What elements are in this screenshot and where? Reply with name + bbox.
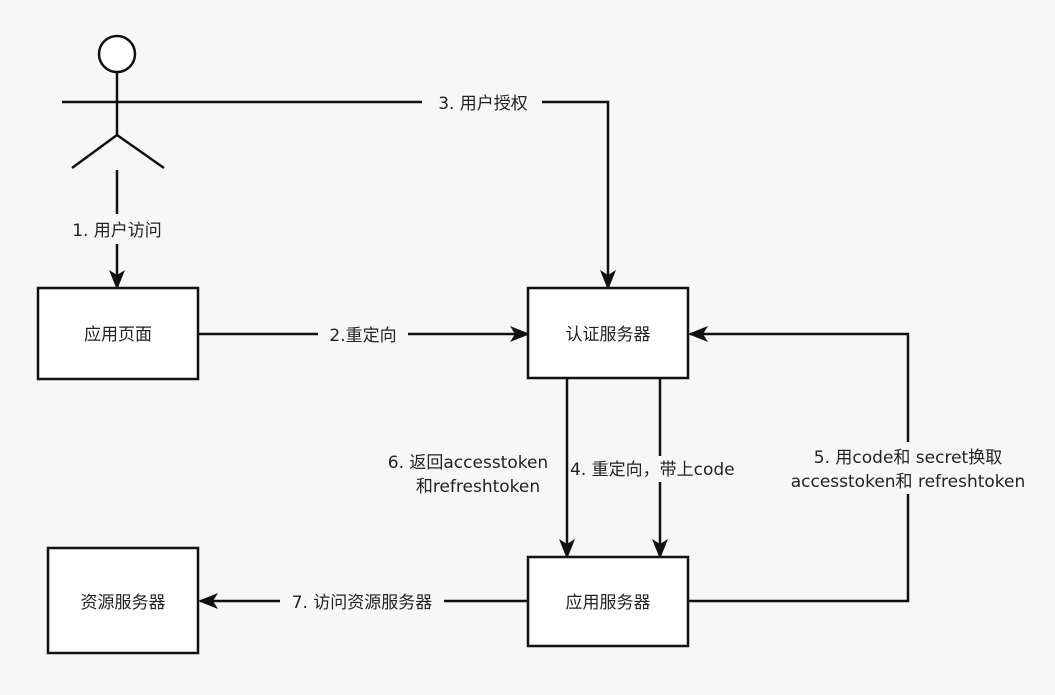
- edge-label-step6-line2: 和refreshtoken: [416, 477, 540, 497]
- node-resource-server: 资源服务器: [46, 546, 200, 655]
- edge-label-step6-line1: 6. 返回accesstoken: [388, 453, 548, 473]
- edge-label-step5-line1: 5. 用code和 secret换取: [814, 448, 1002, 468]
- node-auth-server: 认证服务器: [526, 286, 690, 380]
- node-label-resource-server: 资源服务器: [81, 593, 166, 613]
- edge-redirect-to-auth: 2.重定向: [198, 322, 530, 348]
- edge-label-step1: 1. 用户访问: [72, 221, 162, 241]
- edge-user-authorize: 3. 用户授权: [172, 90, 616, 290]
- node-label-app-page: 应用页面: [84, 325, 152, 345]
- edge-label-step7: 7. 访问资源服务器: [292, 593, 433, 613]
- edge-redirect-with-code: 4. 重定向，带上code: [570, 378, 756, 559]
- node-app-page: 应用页面: [36, 286, 200, 381]
- node-label-app-server: 应用服务器: [566, 593, 651, 613]
- edge-exchange-code: 5. 用code和 secret换取 accesstoken和 refresht…: [688, 326, 1036, 603]
- node-label-auth-server: 认证服务器: [566, 325, 651, 345]
- user-actor-icon: [62, 34, 172, 170]
- edge-label-step2: 2.重定向: [329, 326, 396, 346]
- edge-label-step4: 4. 重定向，带上code: [570, 460, 735, 480]
- edge-label-step3: 3. 用户授权: [438, 94, 528, 114]
- edge-label-step5-line2: accesstoken和 refreshtoken: [791, 472, 1026, 492]
- edge-user-access: 1. 用户访问: [62, 170, 172, 290]
- edge-return-tokens: 6. 返回accesstoken 和refreshtoken: [388, 378, 575, 559]
- edge-access-resource: 7. 访问资源服务器: [198, 589, 528, 615]
- node-app-server: 应用服务器: [526, 555, 690, 648]
